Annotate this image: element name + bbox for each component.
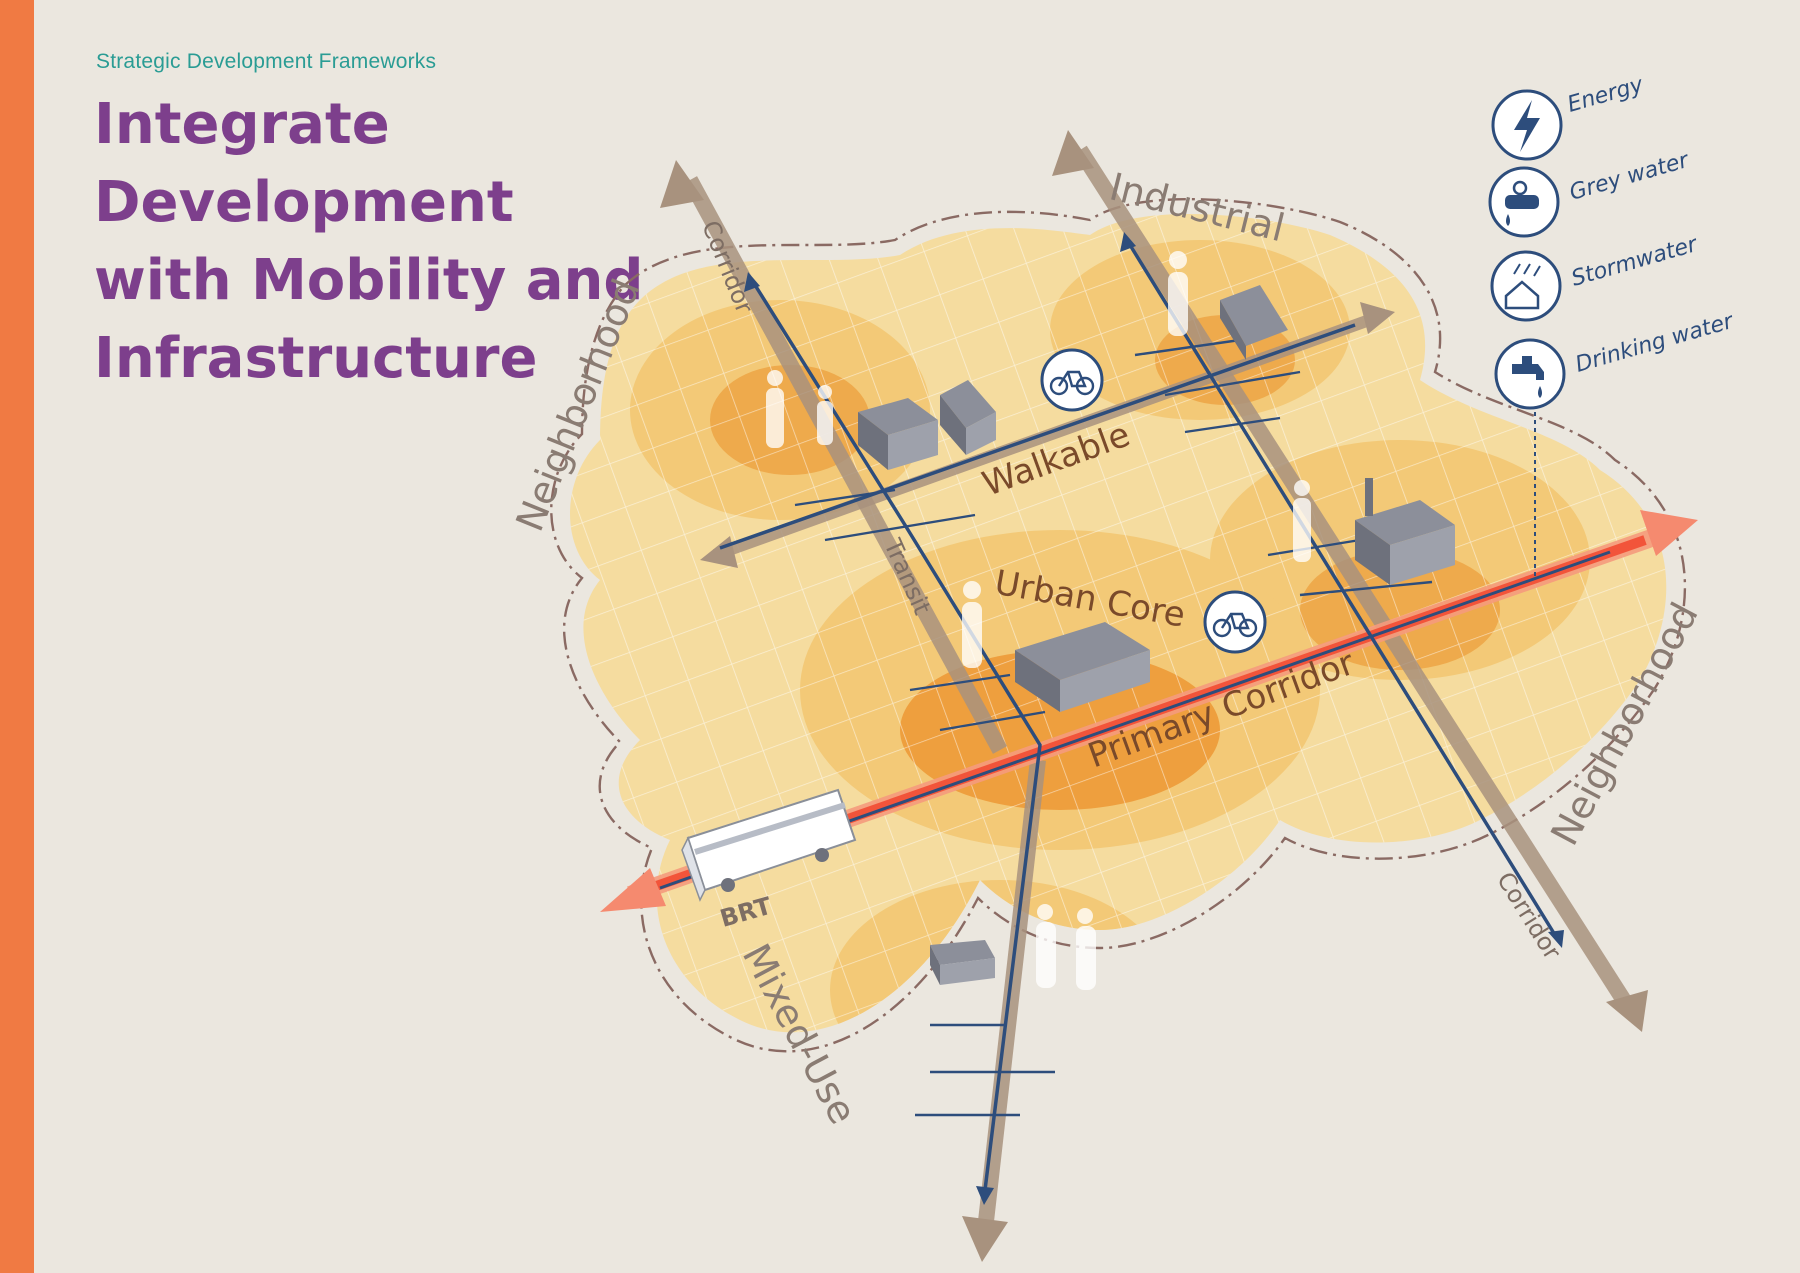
building-block	[1355, 500, 1455, 545]
building-block	[966, 412, 996, 455]
legend-label-grey-water: Grey water	[1567, 147, 1693, 205]
access-arrow	[824, 513, 976, 542]
transit-west-arrowhead-north	[744, 272, 760, 292]
access-arrow	[1184, 416, 1281, 434]
smokestack	[1365, 478, 1373, 516]
corridor-east-arrowhead-north	[1052, 130, 1094, 176]
legend-item-grey-water: Grey water	[1488, 147, 1693, 238]
primary-corridor-arrowhead-west	[600, 868, 666, 912]
title-line-1: Integrate	[94, 92, 390, 157]
pedestrian-icon	[766, 370, 784, 448]
building-block	[1060, 650, 1150, 712]
primary-corridor-arrowhead-east	[1640, 510, 1698, 556]
title-line-4: Infrastructure	[94, 326, 538, 391]
access-arrow	[909, 673, 1011, 692]
south-corridor-arrowhead	[962, 1216, 1008, 1262]
pedestrian-icon	[1293, 480, 1311, 562]
building-cluster-core	[1015, 622, 1150, 712]
building-cluster-south	[930, 940, 995, 985]
access-arrow	[1164, 370, 1301, 397]
section-kicker: Strategic Development Frameworks	[96, 50, 437, 73]
legend-item-drinking-water: Drinking water	[1494, 308, 1738, 410]
pedestrians	[766, 251, 1311, 990]
page-title: Integrate Development with Mobility and …	[94, 86, 643, 398]
access-arrow	[794, 488, 896, 507]
pedestrian-icon	[1036, 904, 1056, 988]
corridor-west-shaft	[682, 176, 1008, 754]
bicycle-icon	[1203, 590, 1267, 654]
pedestrian-icon	[1076, 908, 1096, 990]
corridor-east-arrowhead-south	[1606, 990, 1648, 1032]
title-line-3: with Mobility and	[94, 248, 644, 313]
building-block	[858, 398, 938, 435]
building-block	[930, 940, 995, 965]
building-block	[940, 958, 995, 985]
access-arrow	[1134, 338, 1241, 357]
pedestrian-icon	[817, 385, 833, 445]
legend-label-energy: Energy	[1565, 72, 1647, 118]
building-block	[1015, 622, 1150, 680]
infrastructure-legend: Energy Grey water Stormwater	[1488, 72, 1738, 410]
walkable-arrowhead-east	[1360, 302, 1395, 334]
transit-east-arrowhead-north	[1120, 232, 1136, 252]
building-block	[858, 412, 888, 470]
zone-boundary	[550, 197, 1687, 1053]
building-block	[930, 945, 940, 985]
transit-south-arrowhead	[976, 1186, 994, 1205]
building-block	[888, 420, 938, 470]
local-access-arrows	[794, 338, 1433, 1117]
access-arrow	[1299, 580, 1433, 597]
legend-item-energy: Energy	[1491, 72, 1647, 161]
pedestrian-icon	[1168, 251, 1188, 336]
building-block	[1220, 285, 1288, 346]
building-block	[1015, 650, 1060, 712]
access-arrow	[939, 710, 1046, 732]
pedestrian-icon	[962, 581, 982, 668]
legend-label-stormwater: Stormwater	[1569, 232, 1702, 292]
building-cluster-west	[858, 380, 996, 470]
legend-label-drinking-water: Drinking water	[1573, 308, 1738, 377]
title-line-2: Development	[94, 170, 514, 235]
building-cluster-east	[1355, 478, 1455, 585]
transit-east-arrowhead-south	[1548, 930, 1564, 948]
legend-item-stormwater: Stormwater	[1490, 232, 1702, 322]
bicycle-icon	[1040, 348, 1104, 412]
building-block	[940, 395, 966, 455]
building-block	[1390, 525, 1455, 585]
corridor-west-arrowhead	[660, 160, 704, 208]
walkable-transit-line	[719, 323, 1356, 550]
building-block	[1355, 520, 1390, 585]
building-block	[1220, 300, 1246, 360]
bus-icon	[681, 788, 857, 902]
access-arrow	[1267, 538, 1361, 557]
accent-side-bar	[0, 0, 34, 1273]
buildings	[858, 285, 1455, 985]
building-cluster-north	[1220, 285, 1288, 360]
building-block	[940, 380, 996, 428]
